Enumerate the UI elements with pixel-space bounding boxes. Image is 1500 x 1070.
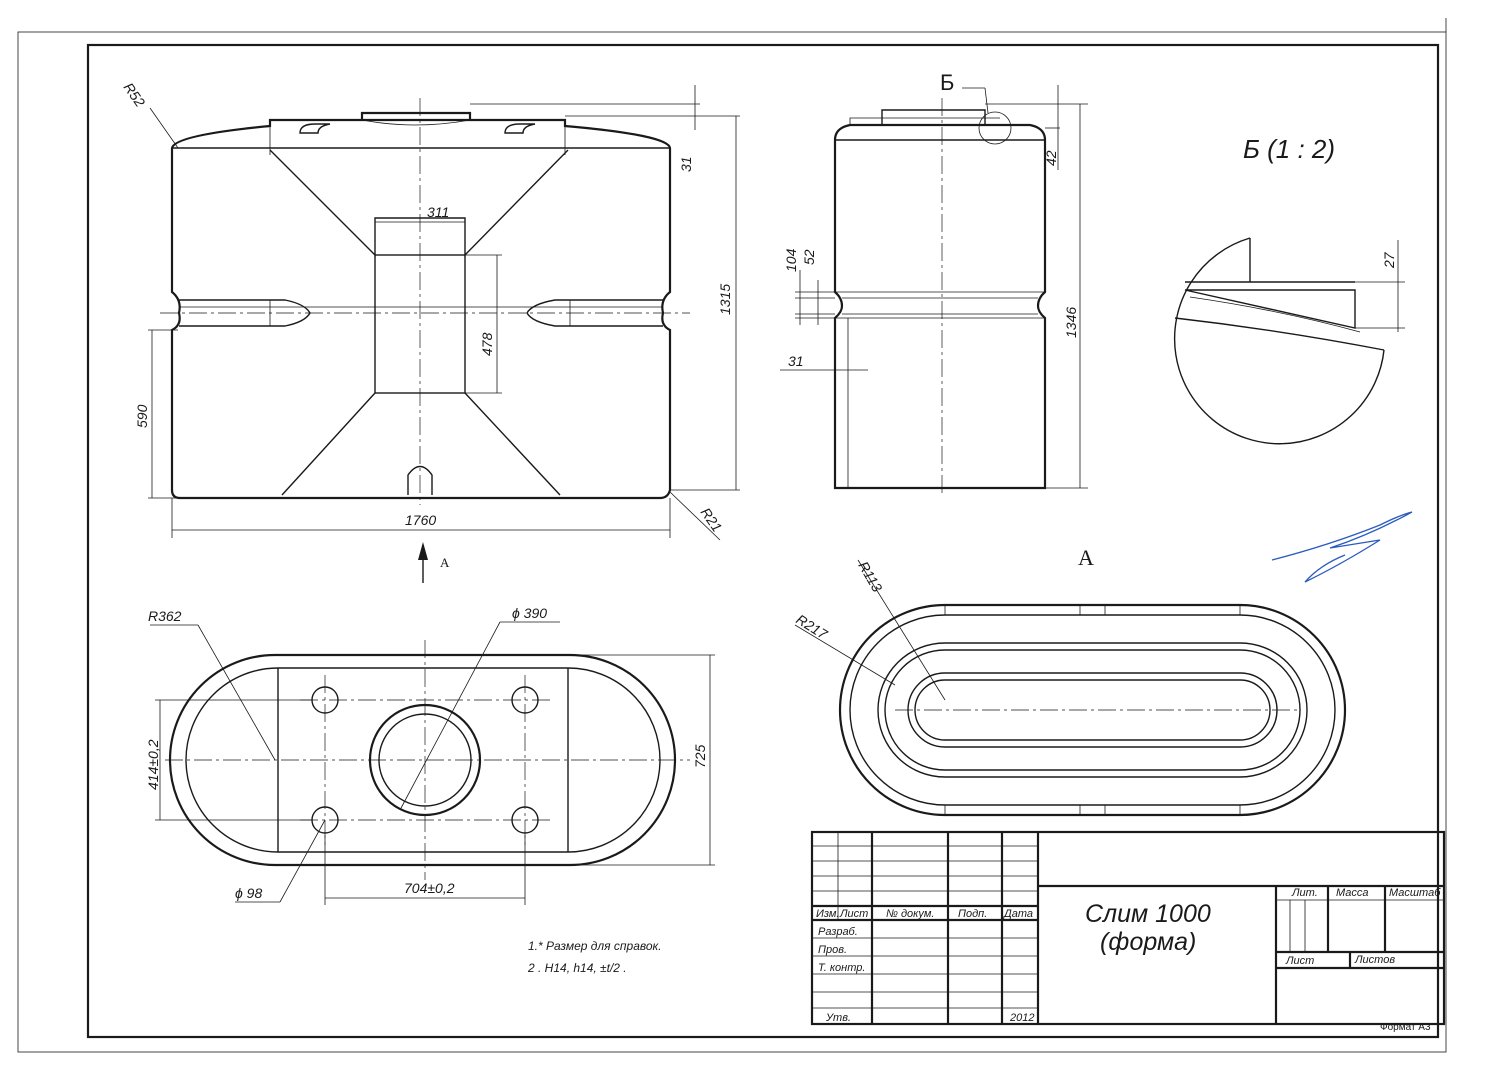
detail-mark-b: Б [940, 70, 954, 95]
tb-lit: Лит. [1291, 887, 1318, 899]
dim-r52: R52 [121, 80, 149, 110]
dim-31-front: 31 [678, 156, 694, 172]
dim-phi98: ϕ 98 [235, 885, 262, 901]
tb-utv: Утв. [825, 1012, 851, 1024]
tb-year: 2012 [1009, 1012, 1034, 1024]
top-view: A R113 R217 [793, 545, 1347, 817]
front-view: 1760 590 478 311 31 1315 R52 R21 A [121, 80, 740, 583]
dim-311: 311 [427, 204, 449, 220]
notes: 1.* Размер для справок. 2 . H14, h14, ±t… [527, 939, 662, 975]
note-1: 1.* Размер для справок. [528, 939, 662, 953]
dim-52: 52 [801, 249, 817, 265]
tb-scale: Масштаб [1389, 887, 1441, 899]
dim-phi390: ϕ 390 [512, 605, 547, 621]
dim-27: 27 [1381, 251, 1397, 269]
tb-sign: Подп. [958, 908, 987, 920]
dim-42: 42 [1043, 150, 1059, 166]
dim-725: 725 [692, 744, 708, 768]
view-arrow-label: A [440, 555, 450, 570]
dim-704: 704±0,2 [404, 880, 455, 896]
tb-sheets: Листов [1354, 954, 1395, 966]
sheet-frame [17, 18, 1447, 1053]
title-block: Изм. Лист № докум. Подп. Дата Разраб. Пр… [810, 830, 1446, 1033]
tb-date: Дата [1002, 908, 1033, 920]
tb-mass: Масса [1336, 887, 1369, 899]
side-view: Б 42 1346 104 52 31 [780, 70, 1088, 495]
tb-name-1: Слим 1000 [1085, 900, 1211, 928]
dim-104: 104 [783, 248, 799, 272]
dim-r362: R362 [148, 608, 182, 624]
detail-title: Б (1 : 2) [1243, 134, 1335, 164]
dim-r217: R217 [793, 611, 831, 643]
tb-izm: Изм. [816, 908, 839, 920]
note-2: 2 . H14, h14, ±t/2 . [527, 961, 627, 975]
dim-590: 590 [134, 404, 150, 428]
tb-sheet: Лист [1285, 955, 1314, 967]
tb-prov: Пров. [818, 944, 847, 956]
format-label: Формат А3 [1380, 1022, 1431, 1033]
dim-r21: R21 [698, 505, 726, 535]
detail-b: Б (1 : 2) 27 [1173, 134, 1405, 445]
dim-478: 478 [479, 332, 495, 356]
tb-name-2: (форма) [1100, 928, 1196, 956]
dim-1760: 1760 [405, 512, 436, 528]
dim-r113: R113 [855, 559, 885, 595]
bottom-view: 414±0,2 725 704±0,2 R362 ϕ 390 ϕ 98 [145, 605, 715, 905]
tb-razrab: Разраб. [818, 926, 858, 938]
dim-1346: 1346 [1063, 307, 1079, 338]
dim-31-side: 31 [788, 353, 804, 369]
dim-1315: 1315 [717, 284, 733, 315]
tb-doc: № докум. [886, 908, 934, 920]
tb-list: Лист [839, 908, 868, 920]
dim-414: 414±0,2 [145, 739, 161, 790]
tb-tkontr: Т. контр. [818, 962, 865, 974]
signature [1271, 511, 1413, 583]
view-label-a: A [1078, 545, 1094, 570]
